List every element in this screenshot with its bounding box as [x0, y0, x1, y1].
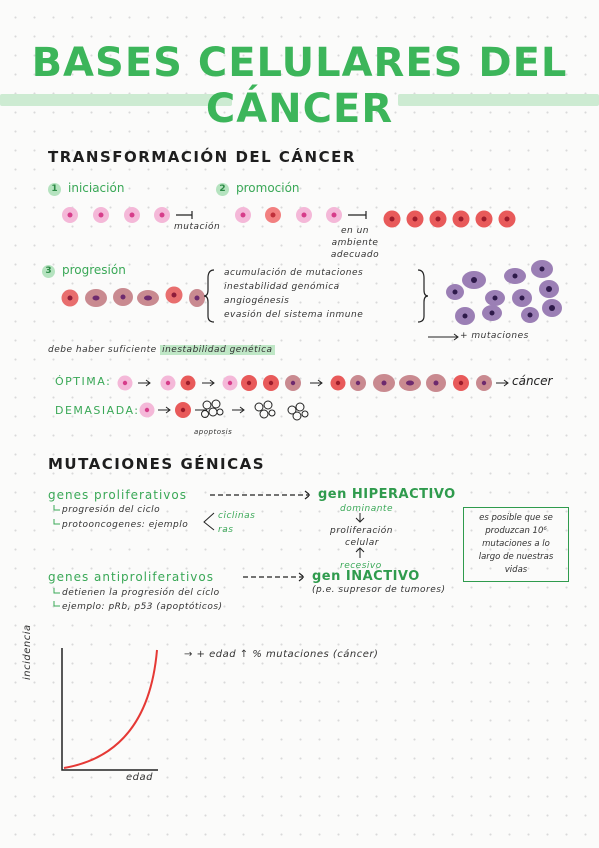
metastatic-cells	[446, 260, 562, 325]
promoted-cells	[383, 210, 516, 228]
supresor-note: (p.e. supresor de tumores)	[312, 585, 446, 595]
left-brace	[203, 269, 215, 323]
step-number-1: 1	[48, 183, 61, 196]
optima-label: ÓPTIMA:	[55, 375, 112, 388]
antiprolif-sub1: detienen la progresión del ciclo	[62, 588, 220, 598]
instability-note-text: debe haber suficiente	[48, 345, 157, 355]
down-arrow	[355, 513, 365, 523]
page-title-line1: BASES CELULARES DEL	[31, 40, 568, 86]
page-title-line2: CÁNCER	[205, 86, 394, 132]
gen-hiperactivo: gen HIPERACTIVO	[318, 487, 456, 502]
gen-inactivo: gen INACTIVO	[312, 569, 420, 584]
progression-item-1: acumulación de mutaciones	[224, 268, 364, 278]
graph-x-label: edad	[126, 772, 153, 783]
progression-item-2: inestabilidad genómica	[224, 282, 340, 292]
proliferation-line1: proliferación	[330, 526, 394, 536]
progression-item-4: evasión del sistema inmune	[224, 310, 364, 320]
step-label-progresion: progresión	[62, 263, 126, 277]
step-number-2: 2	[216, 183, 229, 196]
prolif-example-2: ras	[218, 525, 234, 535]
incidence-curve	[63, 649, 158, 769]
mutations-note-box: es posible que se produzcan 10⁶ mutacion…	[463, 507, 569, 582]
promotion-arrow	[348, 211, 367, 219]
instability-note: debe haber suficiente inestabilidad gené…	[48, 345, 275, 355]
initiation-cells	[62, 207, 170, 223]
section-heading-mutaciones: MUTACIONES GÉNICAS	[48, 455, 266, 473]
recesivo-note: recesivo	[340, 561, 382, 571]
mutation-note: mutación	[174, 222, 221, 232]
prolif-example-1: ciclinas	[218, 511, 256, 521]
antiprolif-arrow	[243, 572, 305, 582]
genes-antiproliferativos-label: genes antiproliferativos	[48, 570, 214, 584]
progression-cells	[61, 286, 205, 307]
promotion-cells	[235, 207, 342, 223]
genes-proliferativos-label: genes proliferativos	[48, 488, 187, 502]
title-underline-left	[0, 94, 232, 106]
title-underline-right	[398, 94, 599, 106]
more-mutations-arrow	[428, 333, 459, 341]
prolif-sub1: progresión del ciclo	[62, 505, 161, 515]
dominante-note: dominante	[340, 504, 393, 514]
step-label-promocion: promoción	[236, 181, 300, 195]
incidence-graph	[61, 648, 158, 771]
demasiada-sequence	[139, 399, 309, 421]
cancer-result: cáncer	[512, 374, 553, 388]
prolif-sub2: protooncogenes: ejemplo	[62, 520, 189, 530]
optima-sequence	[117, 374, 509, 392]
up-arrow	[355, 547, 365, 558]
instability-highlight: inestabilidad genética	[160, 345, 275, 355]
more-mutations-note: + mutaciones	[460, 331, 529, 341]
prolif-arrow	[210, 490, 311, 500]
step-number-3: 3	[42, 265, 55, 278]
proliferation-line2: celular	[345, 538, 379, 548]
apoptosis-note: apoptosis	[194, 428, 233, 436]
graph-note: → + edad ↑ % mutaciones (cáncer)	[184, 649, 379, 660]
mutation-arrow	[176, 211, 193, 219]
ambiente-note: en un ambiente adecuado	[330, 226, 380, 260]
progression-item-3: angiogénesis	[224, 296, 290, 306]
antiprolif-sub2: ejemplo: pRb, p53 (apoptóticos)	[62, 602, 223, 612]
step-label-iniciacion: iniciación	[68, 181, 125, 195]
demasiada-label: DEMASIADA:	[55, 404, 140, 417]
right-brace	[417, 269, 429, 323]
section-heading-transformacion: TRANSFORMACIÓN DEL CÁNCER	[48, 148, 356, 166]
